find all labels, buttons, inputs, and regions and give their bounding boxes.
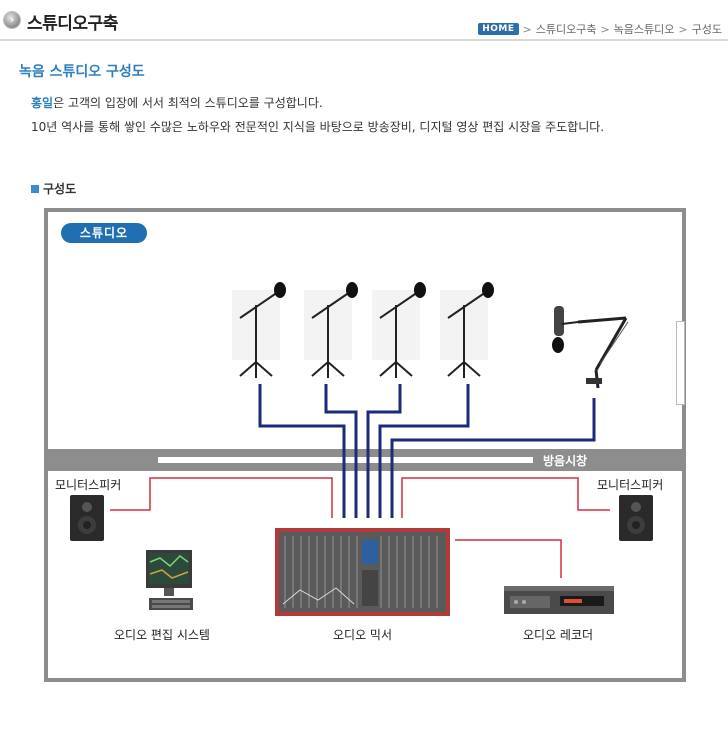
header-divider: [0, 39, 728, 41]
microphone-stand-3: [372, 282, 426, 378]
intro-line-2: 10년 역사를 통해 쌓인 수많은 노하우와 전문적인 지식을 바탕으로 방송장…: [31, 120, 605, 134]
breadcrumb-separator: >: [678, 22, 688, 36]
recorder-label: 오디오 레코더: [523, 628, 594, 642]
mic-cable-4: [378, 384, 470, 518]
microphone-stand-2: [304, 282, 358, 378]
breadcrumb-separator: >: [600, 22, 610, 36]
audio-recorder: [504, 586, 614, 614]
studio-label: 스튜디오: [61, 223, 147, 243]
square-bullet-icon: [31, 184, 39, 193]
audio-mixer: [275, 528, 450, 616]
audio-cables: [110, 477, 610, 578]
microphone-stand-4: [440, 282, 494, 378]
soundproof-window-label: 방음시창: [543, 454, 588, 468]
brand-name: 홍일: [31, 96, 54, 110]
left-monitor-speaker: [70, 495, 104, 541]
left-speaker-cable: [110, 477, 333, 518]
breadcrumb-item-diagram: 구성도: [691, 23, 722, 36]
frame-side-handle: [676, 321, 685, 405]
breadcrumb-item-studio[interactable]: 스튜디오구축: [535, 23, 597, 36]
mic-cable-5: [390, 398, 596, 518]
header-bullet-icon: ›: [4, 12, 20, 28]
intro-line-1-text: 은 고객의 입장에 서서 최적의 스튜디오를 구성합니다.: [53, 96, 323, 110]
audio-edit-computer: [146, 550, 193, 610]
diagram-subtitle: 구성도: [31, 180, 76, 197]
diagram-subtitle-text: 구성도: [43, 182, 77, 196]
recorder-cable: [455, 539, 562, 578]
boom-arm-microphone: [552, 306, 629, 389]
mic-cables: [258, 384, 596, 518]
edit-system-label: 오디오 편집 시스템: [114, 628, 210, 642]
mixer-label: 오디오 믹서: [333, 628, 393, 642]
left-speaker-label: 모니터스피커: [55, 478, 122, 492]
section-title: 녹음 스튜디오 구성도: [19, 64, 145, 80]
breadcrumb-separator: >: [522, 22, 532, 36]
right-speaker-cable: [401, 477, 610, 518]
intro-line-1: 홍일은 고객의 입장에 서서 최적의 스튜디오를 구성합니다.: [31, 94, 323, 111]
mic-cable-1: [258, 384, 346, 518]
mic-cable-2: [324, 384, 358, 518]
breadcrumb-home[interactable]: HOME: [478, 23, 519, 35]
right-speaker-label: 모니터스피커: [597, 478, 664, 492]
right-monitor-speaker: [619, 495, 653, 541]
page-title: 스튜디오구축: [27, 14, 118, 34]
microphone-stand-1: [232, 282, 286, 378]
mic-cable-3: [366, 384, 402, 518]
breadcrumb-item-recording-studio[interactable]: 녹음스튜디오: [613, 23, 675, 36]
breadcrumb: HOME > 스튜디오구축 > 녹음스튜디오 > 구성도: [478, 21, 722, 37]
